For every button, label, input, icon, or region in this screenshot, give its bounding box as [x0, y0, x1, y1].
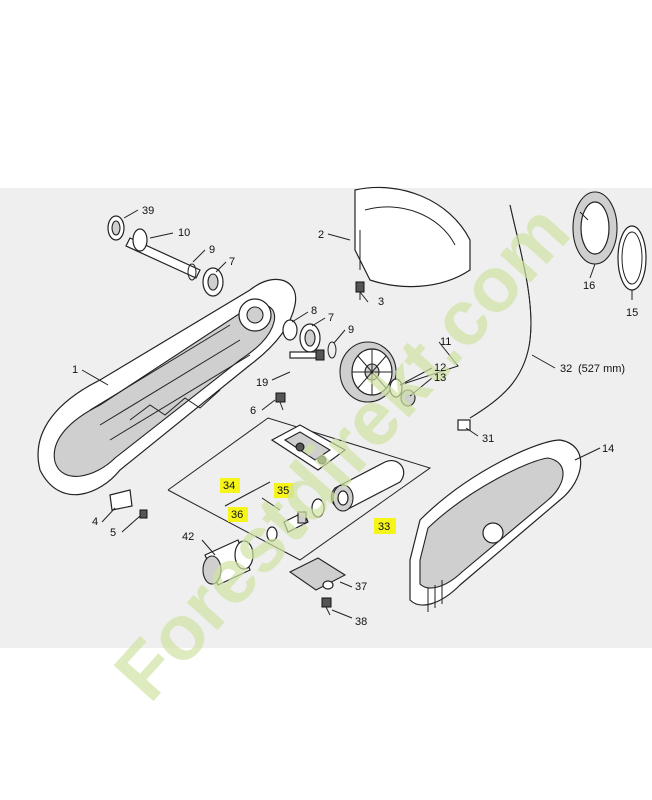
- screw-part-6: [275, 392, 286, 411]
- screw-part-38: [321, 597, 332, 616]
- label-11: 11: [440, 336, 451, 348]
- label-15: 15: [626, 307, 638, 319]
- highlight-35: [274, 483, 294, 498]
- side-cover-part-14: [409, 439, 582, 612]
- hose-part-32: [469, 204, 532, 419]
- label-39: 39: [142, 205, 154, 217]
- ring-part-16: [572, 191, 618, 265]
- pump-kit-frame: [167, 417, 432, 561]
- label-42: 42: [182, 531, 194, 543]
- sleeve-part-42: [202, 539, 254, 586]
- bearing-part-8: [282, 319, 298, 341]
- pump-bracket-group: [270, 424, 347, 471]
- label-16: 16: [583, 280, 595, 292]
- oring-part-36: [266, 526, 278, 542]
- label-14: 14: [602, 443, 614, 455]
- nipple-part-34: [283, 511, 309, 533]
- highlight-33: [374, 518, 396, 534]
- label-12: 12: [434, 362, 446, 374]
- label-7-right: 7: [328, 312, 334, 324]
- label-33: 33: [378, 521, 390, 533]
- nut-part-13: [400, 389, 416, 407]
- cover-part-2: [354, 186, 471, 288]
- pump-part-33: [330, 460, 405, 512]
- ring-part-15: [617, 225, 647, 291]
- label-36: 36: [231, 509, 243, 521]
- label-10: 10: [178, 227, 190, 239]
- shaft-part-10: [125, 228, 201, 279]
- bearing-part-7-left: [202, 267, 224, 297]
- label-2: 2: [318, 229, 324, 241]
- label-13: 13: [434, 372, 446, 384]
- label-31: 31: [482, 433, 494, 445]
- highlight-36: [228, 507, 248, 522]
- label-4: 4: [92, 516, 98, 528]
- label-19: 19: [256, 377, 268, 389]
- plate-part-37: [288, 557, 347, 591]
- bearing-part-39: [107, 215, 125, 241]
- label-1: 1: [72, 364, 78, 376]
- label-34: 34: [223, 480, 235, 492]
- bearing-part-7-right: [299, 323, 321, 353]
- label-37: 37: [355, 581, 367, 593]
- bracket-part-4: [109, 489, 133, 511]
- ring-part-9-left: [187, 263, 197, 281]
- pulley-part-11: [339, 341, 397, 403]
- leader-lines: [81, 209, 633, 619]
- washer-part-12: [389, 378, 403, 398]
- highlight-markers: [220, 478, 396, 534]
- bolt-part-19: [289, 349, 325, 361]
- label-9-right: 9: [348, 324, 354, 336]
- screw-part-5: [139, 509, 148, 519]
- label-32-length: (527 mm): [578, 363, 625, 375]
- label-8: 8: [311, 305, 317, 317]
- label-35: 35: [277, 485, 289, 497]
- ring-part-9-right: [327, 341, 337, 359]
- highlight-34: [220, 478, 240, 493]
- fitting-part-31: [457, 419, 471, 431]
- kit-connector-lines: [224, 481, 281, 511]
- label-7-left: 7: [229, 256, 235, 268]
- label-9-left: 9: [209, 244, 215, 256]
- label-6: 6: [250, 405, 256, 417]
- housing-part-1: [37, 278, 297, 496]
- label-32: 32: [560, 363, 572, 375]
- part-labels: 39 10 9 7 1 2 3 8 7 9 11 12 13 19 6 4 5 …: [72, 205, 638, 628]
- label-3: 3: [378, 296, 384, 308]
- label-38: 38: [355, 616, 367, 628]
- label-5: 5: [110, 527, 116, 539]
- oring-part-35: [311, 498, 325, 518]
